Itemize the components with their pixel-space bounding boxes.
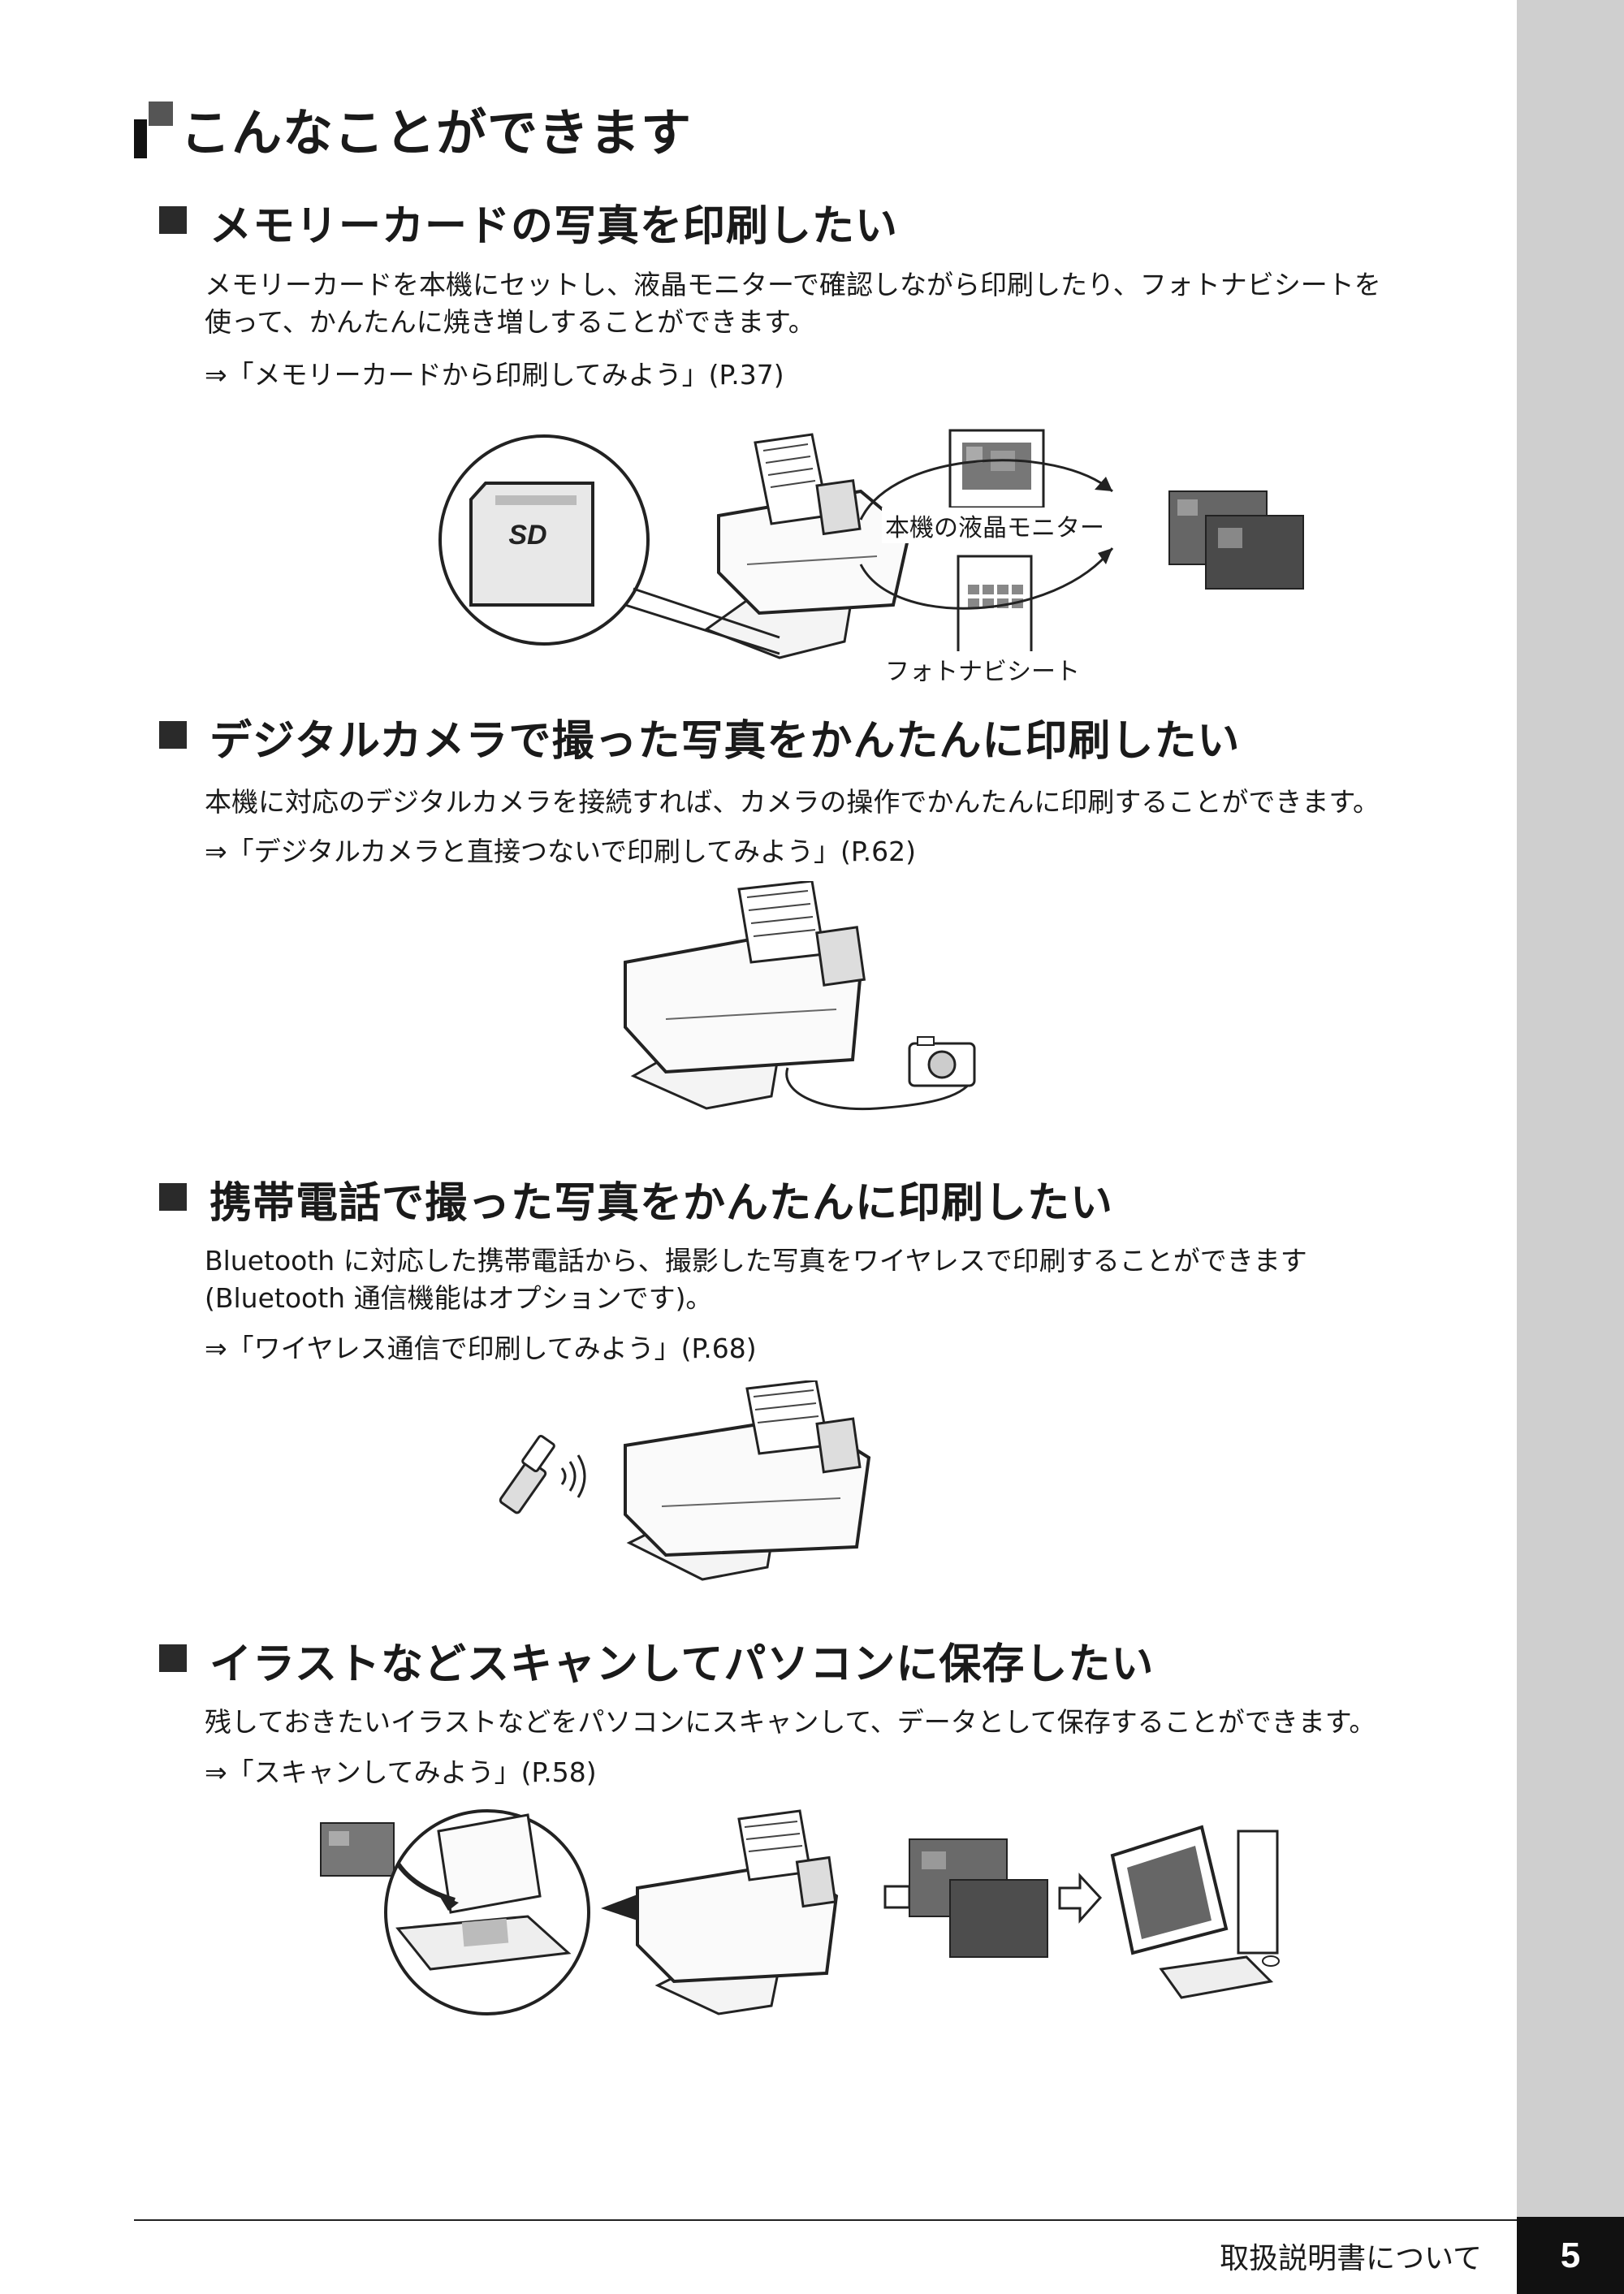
body-line: 使って、かんたんに焼き増しすることができます。 xyxy=(205,306,815,338)
computer-icon xyxy=(1110,1825,1280,1999)
printer-icon xyxy=(624,881,866,1110)
printer-icon xyxy=(624,1380,871,1581)
body-line: Bluetooth に対応した携帯電話から、撮影した写真をワイヤレスで印刷するこ… xyxy=(205,1245,1307,1277)
lcd-monitor-icon xyxy=(948,429,1045,509)
page-reference-link[interactable]: ⇒「デジタルカメラと直接つないで印刷してみよう」(P.62) xyxy=(205,836,917,867)
printer-icon xyxy=(624,433,912,659)
section-heading: 携帯電話で撮った写真をかんたんに印刷したい xyxy=(209,1179,1114,1228)
page-reference-link[interactable]: ⇒「ワイヤレス通信で印刷してみよう」(P.68) xyxy=(205,1333,757,1364)
title-marker-icon xyxy=(134,102,173,158)
page-reference-link[interactable]: ⇒「メモリーカードから印刷してみよう」(P.37) xyxy=(205,359,784,391)
page-title: こんなことができます xyxy=(180,103,693,162)
mobile-phone-illustration xyxy=(499,1380,871,1581)
body-line: (Bluetooth 通信機能はオプションです)。 xyxy=(205,1282,713,1314)
section-bullet-icon xyxy=(159,206,187,234)
scanner-closeup-icon xyxy=(384,1809,590,2015)
section-body: メモリーカードを本機にセットし、液晶モニターで確認しながら印刷したり、フォトナビ… xyxy=(205,266,1488,341)
photo-navi-sheet-label: フォトナビシート xyxy=(882,651,1083,687)
printed-photo-icon xyxy=(1168,490,1304,590)
scan-illustration xyxy=(320,1809,1280,2015)
page-number-box: 5 xyxy=(1517,2217,1624,2294)
section-heading: デジタルカメラで撮った写真をかんたんに印刷したい xyxy=(209,717,1241,766)
section-body: 本機に対応のデジタルカメラを接続すれば、カメラの操作でかんたんに印刷することがで… xyxy=(205,784,1488,821)
sd-card-icon: SD xyxy=(438,434,650,646)
photo-navi-sheet-icon xyxy=(957,555,1033,659)
section-bullet-icon xyxy=(159,1644,187,1672)
section-bullet-icon xyxy=(159,1183,187,1211)
side-strip xyxy=(1517,0,1624,2294)
body-line: 本機に対応のデジタルカメラを接続すれば、カメラの操作でかんたんに印刷することがで… xyxy=(205,786,1380,818)
scanned-image-icon xyxy=(909,1838,1048,1958)
lcd-monitor-label: 本機の液晶モニター xyxy=(882,508,1108,543)
printer-icon xyxy=(636,1809,839,2015)
page-reference-link[interactable]: ⇒「スキャンしてみよう」(P.58) xyxy=(205,1756,597,1788)
memory-card-illustration: SD xyxy=(438,429,1304,659)
footer-title: 取扱説明書について xyxy=(1220,2242,1482,2275)
body-line: メモリーカードを本機にセットし、液晶モニターで確認しながら印刷したり、フォトナビ… xyxy=(205,269,1381,300)
digital-camera-illustration xyxy=(624,881,976,1111)
section-body: 残しておきたいイラストなどをパソコンにスキャンして、データとして保存することがで… xyxy=(205,1704,1488,1741)
svg-text:SD: SD xyxy=(508,520,546,551)
footer-rule xyxy=(134,2219,1517,2221)
section-heading: イラストなどスキャンしてパソコンに保存したい xyxy=(209,1640,1155,1689)
illustration-photo-icon xyxy=(320,1822,395,1877)
section-bullet-icon xyxy=(159,721,187,749)
body-line: 残しておきたいイラストなどをパソコンにスキャンして、データとして保存することがで… xyxy=(205,1706,1376,1738)
page-number: 5 xyxy=(1560,2236,1581,2275)
mobile-phone-icon xyxy=(499,1434,555,1514)
section-heading: メモリーカードの写真を印刷したい xyxy=(209,202,899,251)
section-body: Bluetooth に対応した携帯電話から、撮影した写真をワイヤレスで印刷するこ… xyxy=(205,1242,1488,1317)
wireless-signal-icon xyxy=(560,1454,586,1498)
digital-camera-icon xyxy=(908,1036,976,1087)
